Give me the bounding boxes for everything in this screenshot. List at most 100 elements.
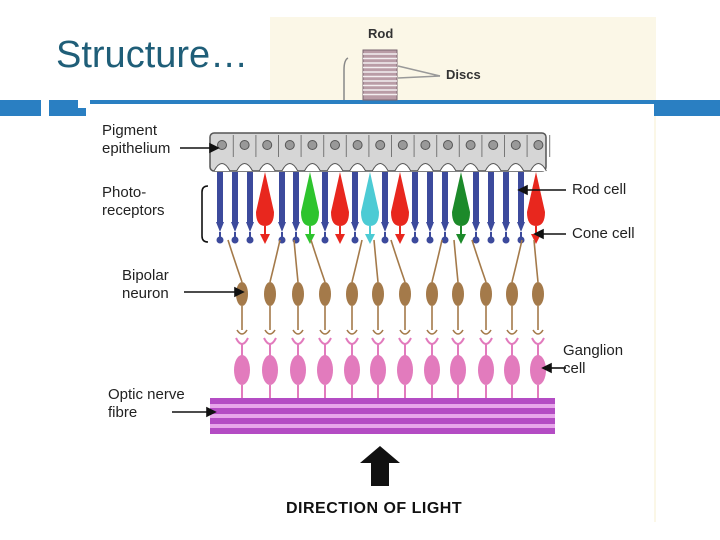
ganglion-dendrite xyxy=(451,337,465,345)
cone-cell xyxy=(452,172,470,226)
cone-synapse xyxy=(365,234,375,244)
epithelium-arch xyxy=(394,163,412,172)
ganglion-cell xyxy=(530,355,546,385)
label-ganglion-cell: Ganglion cell xyxy=(563,342,624,377)
ganglion-cell xyxy=(424,355,440,385)
label-photoreceptors: Photo- receptors xyxy=(102,184,165,219)
bipolar-dendrite xyxy=(533,239,539,283)
rod-synapse xyxy=(517,236,525,244)
bipolar-neuron xyxy=(346,282,358,306)
bipolar-dendrite xyxy=(431,239,443,283)
light-direction-arrow xyxy=(360,446,400,486)
inset-rod-label: Rod xyxy=(368,26,394,41)
rod-cell xyxy=(247,172,253,222)
ganglion-cell xyxy=(317,355,333,385)
rod-cell-body xyxy=(487,222,495,232)
bipolar-terminal xyxy=(236,329,248,335)
label-optic-nerve-fibre: Optic nerve fibre xyxy=(108,386,185,421)
ganglion-cell xyxy=(262,355,278,385)
rod-cell-body xyxy=(231,222,239,232)
label-bipolar-neuron: Bipolar neuron xyxy=(122,267,169,302)
bipolar-neuron xyxy=(319,282,331,306)
rod-synapse xyxy=(381,236,389,244)
rod-cell xyxy=(473,172,479,222)
rod-synapse xyxy=(216,236,224,244)
bipolar-terminal xyxy=(426,329,438,335)
bipolar-dendrite xyxy=(310,239,326,283)
epithelium-arch xyxy=(371,163,389,172)
cone-synapse xyxy=(260,234,270,244)
rod-cell-body xyxy=(426,222,434,232)
epithelium-nucleus xyxy=(465,140,476,150)
ganglion-dendrite xyxy=(398,337,412,345)
rod-cell xyxy=(412,172,418,222)
inset-rod-figure xyxy=(343,49,441,101)
rod-cell xyxy=(488,172,494,222)
rod-synapse xyxy=(411,236,419,244)
right-leader-lines xyxy=(517,184,566,374)
ganglion-dendrite xyxy=(425,337,439,345)
cone-synapse xyxy=(335,234,345,244)
cone-synapse xyxy=(395,234,405,244)
photoreceptor-layer xyxy=(216,172,545,244)
label-cone-cell: Cone cell xyxy=(572,225,635,242)
rod-cell-body xyxy=(292,222,300,232)
epithelium-arch xyxy=(439,163,457,172)
bipolar-terminal xyxy=(532,329,544,335)
epithelium-nucleus xyxy=(284,140,295,150)
title-divider-gap xyxy=(41,100,49,116)
bipolar-neuron xyxy=(372,282,384,306)
bipolar-neuron xyxy=(532,282,544,306)
bipolar-dendrite xyxy=(390,239,406,283)
epithelium-arch xyxy=(281,163,299,172)
epithelium-nucleus xyxy=(420,140,431,150)
cone-synapse xyxy=(456,234,466,244)
rod-cell xyxy=(518,172,524,222)
bipolar-neuron xyxy=(426,282,438,306)
rod-cell-body xyxy=(321,222,329,232)
ganglion-cell xyxy=(290,355,306,385)
cone-cell xyxy=(256,172,274,226)
rod-cell-body xyxy=(472,222,480,232)
rod-cell xyxy=(322,172,328,222)
epithelium-arch xyxy=(484,163,502,172)
ganglion-dendrite xyxy=(531,337,545,345)
bipolar-dendrite xyxy=(471,239,487,283)
epithelium-arch xyxy=(416,163,434,172)
ganglion-dendrite xyxy=(371,337,385,345)
rod-cell-body xyxy=(381,222,389,232)
bipolar-dendrite xyxy=(453,239,459,283)
rod-cell xyxy=(427,172,433,222)
ganglion-layer xyxy=(234,337,546,398)
rod-cell-body xyxy=(246,222,254,232)
bipolar-dendrite xyxy=(373,239,379,283)
bipolar-neuron xyxy=(236,282,248,306)
epithelium-nucleus xyxy=(443,140,453,150)
rod-synapse xyxy=(231,236,239,244)
ganglion-cell xyxy=(397,355,413,385)
bipolar-neuron xyxy=(480,282,492,306)
left-leader-lines xyxy=(172,142,245,418)
cone-cell xyxy=(361,172,379,226)
bipolar-terminal xyxy=(452,329,464,335)
ganglion-dendrite xyxy=(263,337,277,345)
bipolar-dendrite xyxy=(227,239,243,283)
bipolar-neuron xyxy=(399,282,411,306)
bipolar-neuron xyxy=(506,282,518,306)
epithelium-arch xyxy=(213,163,231,172)
rod-synapse xyxy=(351,236,359,244)
bipolar-dendrite xyxy=(351,239,363,283)
epithelium-nucleus xyxy=(217,140,227,150)
ganglion-cell xyxy=(450,355,466,385)
bipolar-terminal xyxy=(399,329,411,335)
ganglion-dendrite xyxy=(235,337,249,345)
bipolar-dendrite xyxy=(511,239,523,283)
ganglion-cell xyxy=(370,355,386,385)
bipolar-terminal xyxy=(506,329,518,335)
rod-cell xyxy=(293,172,299,222)
optic-nerve-fibre-layer xyxy=(210,398,555,434)
rod-cell-body xyxy=(216,222,224,232)
epithelium-nucleus xyxy=(262,140,273,150)
pigment-epithelium-layer xyxy=(209,132,551,172)
